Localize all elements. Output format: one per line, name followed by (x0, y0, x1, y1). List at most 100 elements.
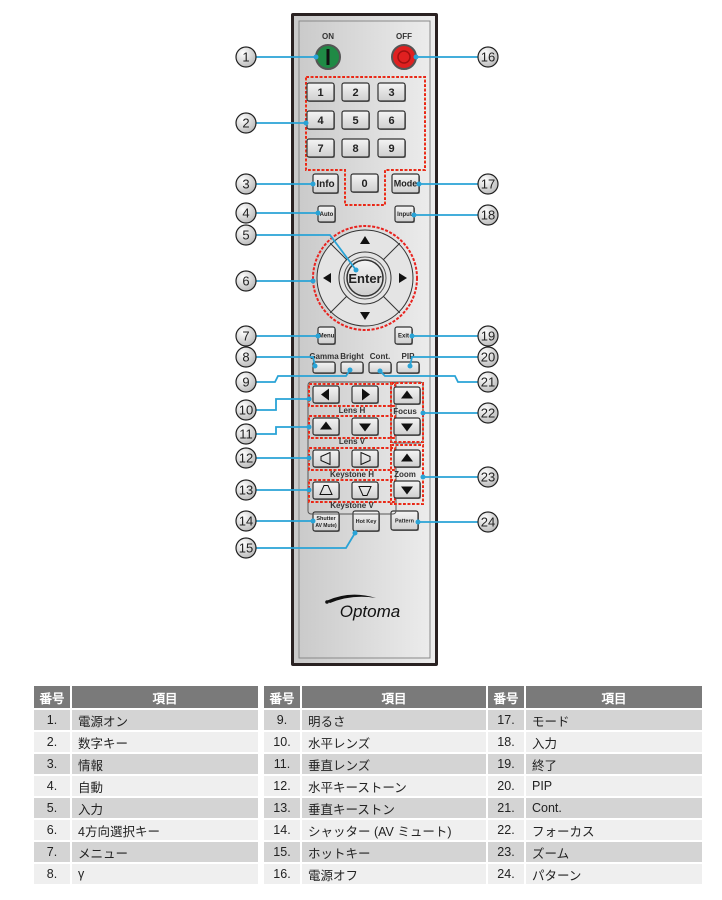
callout-circle (235, 447, 257, 469)
info-button[interactable]: Info (312, 173, 339, 194)
callout-number: 13 (239, 483, 253, 498)
number-key-0[interactable]: 0 (350, 173, 379, 193)
number-key-3[interactable]: 3 (377, 82, 406, 102)
pattern-label: Pattern (395, 518, 415, 524)
cont-button[interactable] (368, 361, 392, 374)
leader-dot (310, 278, 316, 284)
row-item: 自動 (72, 774, 260, 796)
callout-circle (477, 46, 499, 68)
keystone-h-right-button[interactable] (351, 449, 379, 468)
power-icon (326, 49, 330, 65)
number-key-9[interactable]: 9 (377, 138, 406, 158)
callout-4: 4 (235, 202, 321, 224)
row-item: 入力 (526, 730, 704, 752)
leader-dot (353, 267, 359, 273)
callout-circle (235, 371, 257, 393)
callout-number: 8 (242, 350, 249, 365)
focus-down-button[interactable] (393, 417, 421, 436)
callout-circle (235, 423, 257, 445)
up-shape-icon (320, 421, 332, 430)
row-number: 5. (34, 796, 72, 818)
row-item: 垂直キーストン (302, 796, 488, 818)
lens-h-left-button[interactable] (312, 385, 340, 404)
callout-12: 12 (235, 447, 312, 469)
auto-button[interactable]: Auto (317, 205, 336, 223)
mode-label: Mode (394, 179, 418, 189)
keystone-h-left-button[interactable] (312, 449, 340, 468)
lens-h-right-button[interactable] (351, 385, 379, 404)
zoom-up-button[interactable] (393, 449, 421, 468)
row-item: パターン (526, 862, 704, 884)
table-row: 20.PIP (488, 774, 704, 796)
keystone-v-up-button[interactable] (312, 481, 340, 500)
lens-v-up-button[interactable] (312, 417, 340, 436)
callout-circle (235, 479, 257, 501)
leader-line (256, 369, 351, 383)
row-number: 18. (488, 730, 526, 752)
header-number: 番号 (264, 686, 302, 708)
exit-button[interactable]: Exit (394, 326, 413, 345)
number-key-8[interactable]: 8 (341, 138, 370, 158)
callout-9: 9 (235, 367, 353, 393)
row-number: 21. (488, 796, 526, 818)
callout-7: 7 (235, 325, 321, 347)
table-row: 17.モード (488, 708, 704, 730)
zoom-down-button[interactable] (393, 480, 421, 499)
exit-label: Exit (398, 334, 409, 340)
focus-up-button[interactable] (393, 386, 421, 405)
number-key-5[interactable]: 5 (341, 110, 370, 130)
number-key-4[interactable]: 4 (306, 110, 335, 130)
power-off-button[interactable] (391, 44, 417, 70)
up-arrow-icon[interactable] (360, 236, 370, 244)
row-number: 23. (488, 840, 526, 862)
callout-circle (235, 112, 257, 134)
callout-number: 22 (481, 406, 495, 421)
callout-number: 12 (239, 451, 253, 466)
number-key-2[interactable]: 2 (341, 82, 370, 102)
hotkey-button[interactable]: Hot Key (352, 510, 380, 532)
row-number: 14. (264, 818, 302, 840)
menu-button[interactable]: Menu (317, 326, 336, 345)
row-item: 電源オフ (302, 862, 488, 884)
input-button[interactable]: Input (394, 205, 415, 223)
number-key-2-label: 2 (352, 87, 358, 99)
number-key-7-label: 7 (317, 143, 323, 155)
row-number: 10. (264, 730, 302, 752)
callout-number: 5 (242, 228, 249, 243)
left-shape-icon (321, 388, 329, 401)
left-arrow-icon[interactable] (323, 273, 331, 283)
leader-dot (416, 181, 422, 187)
table-row: 23.ズーム (488, 840, 704, 862)
callout-circle (235, 325, 257, 347)
number-key-3-label: 3 (388, 87, 394, 99)
av-mute-label: AV Mute) (315, 523, 337, 529)
lens-v-down-button[interactable] (351, 417, 379, 436)
number-key-6[interactable]: 6 (377, 110, 406, 130)
callout-number: 14 (239, 514, 253, 529)
optoma-logo: Optoma (325, 594, 400, 621)
number-key-7[interactable]: 7 (306, 138, 335, 158)
row-item: モード (526, 708, 704, 730)
leader-line (256, 234, 357, 271)
table-row: 19.終了 (488, 752, 704, 774)
down-arrow-icon[interactable] (360, 312, 370, 320)
row-item: フォーカス (526, 818, 704, 840)
cont-label: Cont. (370, 352, 390, 361)
power-on-button[interactable] (315, 44, 341, 70)
leader-dot (312, 363, 318, 369)
header-item: 項目 (526, 686, 704, 708)
keystone-v-label: Keystone V (330, 501, 374, 510)
mode-button[interactable]: Mode (391, 173, 420, 194)
power-off-icon (397, 50, 411, 64)
leader-dot (352, 530, 358, 536)
bright-button[interactable] (340, 361, 364, 374)
keystone-v-down-button[interactable] (351, 481, 379, 500)
number-key-1[interactable]: 1 (306, 82, 335, 102)
right-arrow-icon[interactable] (399, 273, 407, 283)
row-number: 8. (34, 862, 72, 884)
leader-dot (409, 333, 415, 339)
pattern-button[interactable]: Pattern (390, 510, 419, 531)
callout-circle (235, 224, 257, 246)
